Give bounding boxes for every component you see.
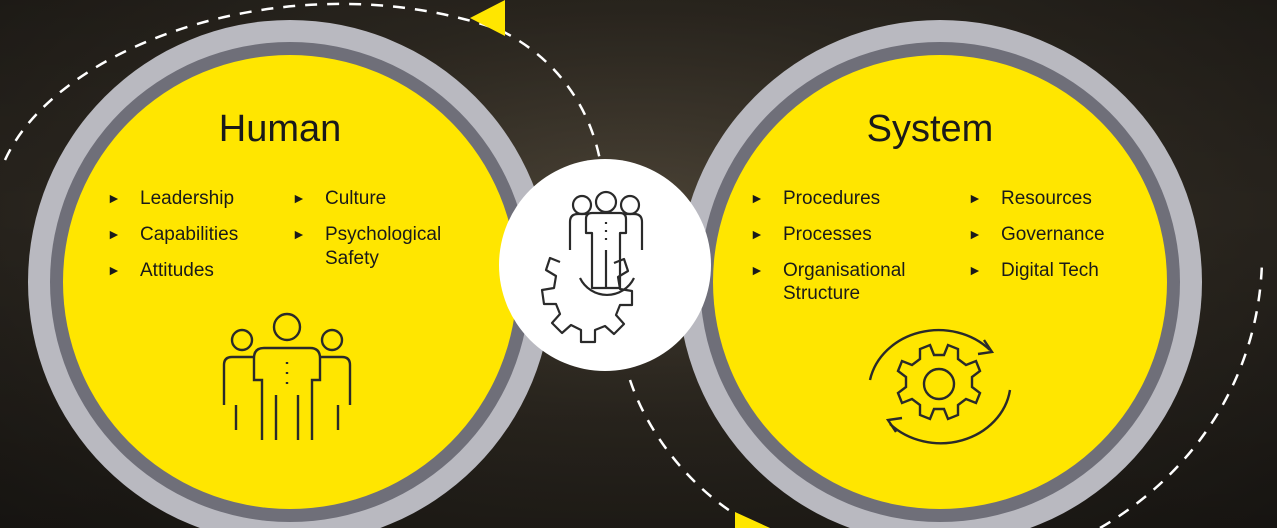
system-circle [713,55,1167,509]
bullet-icon: ► [107,261,121,278]
system-title: System [866,108,994,150]
arrowhead-top [470,0,505,36]
bullet-icon: ► [750,190,764,206]
bullet-icon: ► [968,261,982,278]
human-col1: ►Leadership ►Capabilities ►Attitudes [107,187,238,294]
people-gear-icon [540,190,644,344]
people-icon [222,312,352,440]
human-circle [63,55,517,509]
list-item: ►Organisational Structure [750,259,906,305]
bullet-icon: ► [292,190,306,206]
bullet-icon: ► [968,190,982,206]
bullet-icon: ► [107,190,121,206]
gear-cycle-icon [868,328,1012,445]
list-item: ►Leadership [107,188,235,209]
list-item: ►Psychological Safety [292,223,442,269]
list-item: ►Resources [968,188,1092,209]
list-item: ►Attitudes [107,259,214,281]
bullet-icon: ► [107,225,121,242]
list-item: ►Processes [750,223,872,245]
list-item: ►Procedures [750,188,881,209]
dashed-arc-right [1099,259,1264,528]
bullet-icon: ► [968,225,982,242]
list-item: ►Governance [968,223,1105,245]
list-item: ►Capabilities [107,223,239,245]
human-title: Human [218,108,342,150]
human-col2: ►Culture ►Psychological Safety [292,187,492,282]
list-item: ►Culture [292,188,387,209]
arrowhead-bottom [735,512,770,528]
bullet-icon: ► [292,225,306,242]
bullet-icon: ► [750,261,764,278]
dashed-arc-top [3,2,602,161]
list-item: ►Digital Tech [968,259,1099,281]
bullet-icon: ► [750,225,764,242]
system-col1: ►Procedures ►Processes ►Organisational S… [750,187,960,318]
system-col2: ►Resources ►Governance ►Digital Tech [968,187,1168,294]
